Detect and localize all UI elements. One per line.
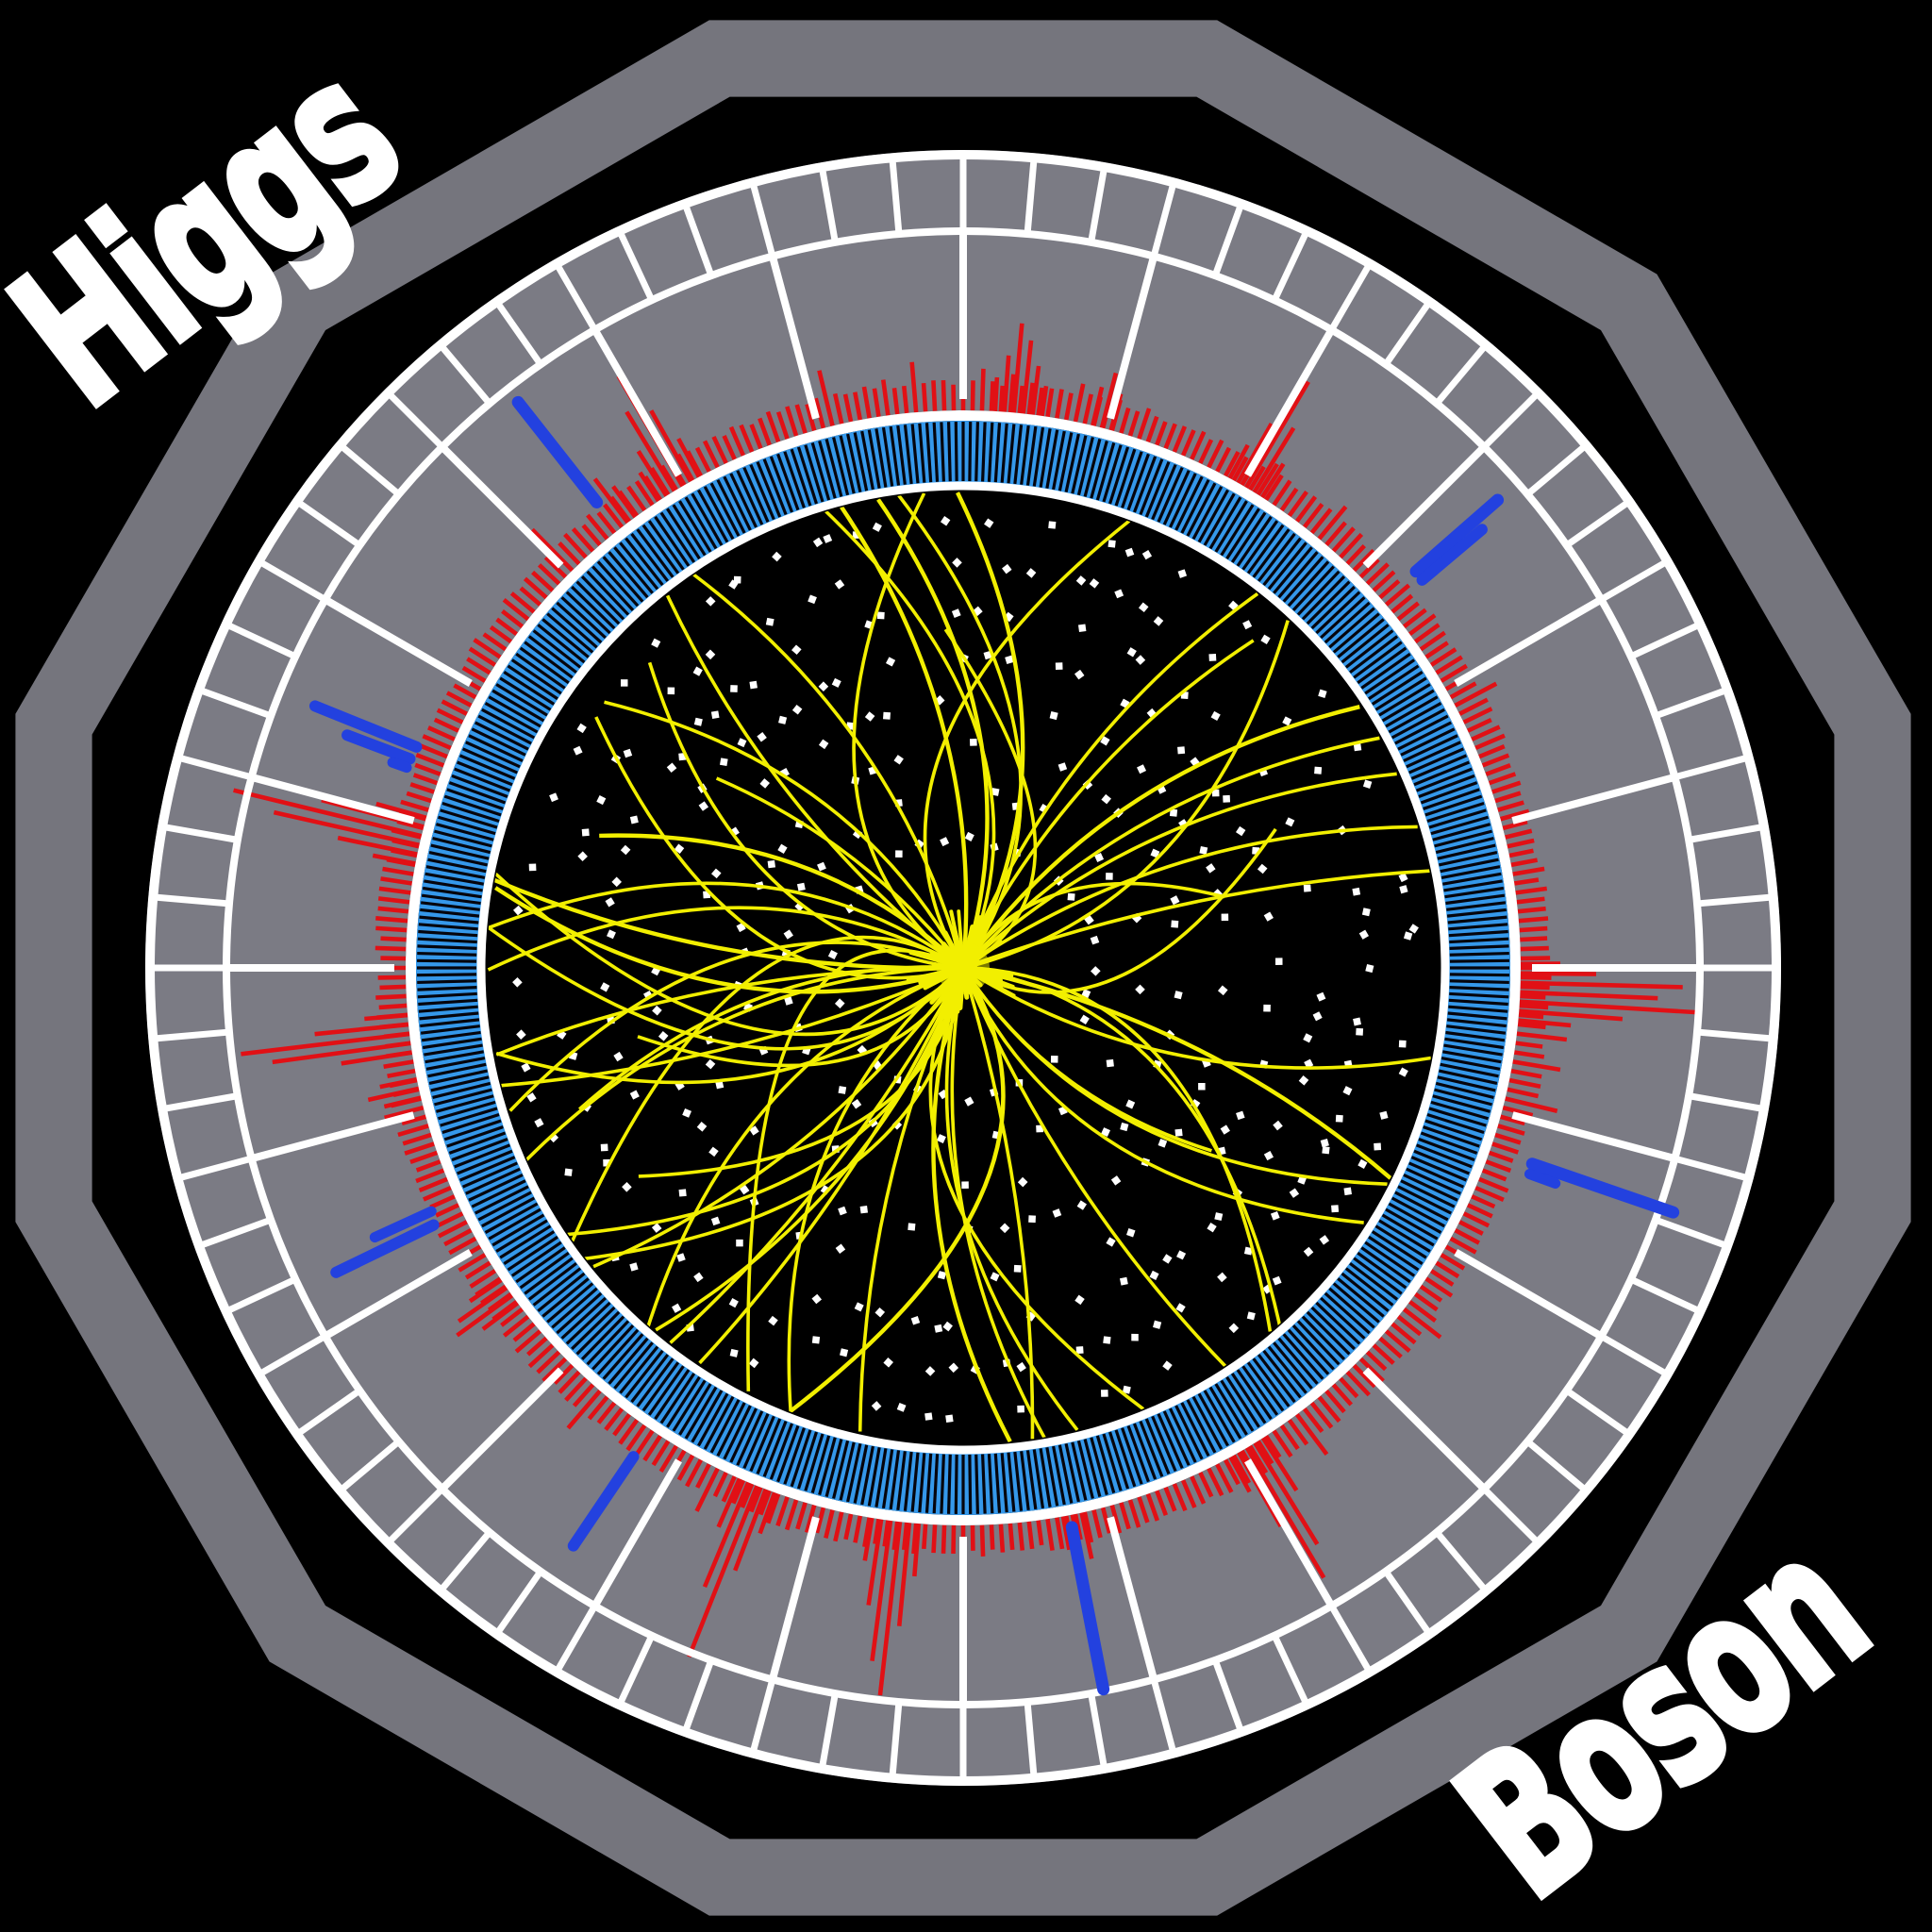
collision-burst xyxy=(906,909,1016,1020)
hit-dots xyxy=(512,516,1419,1423)
jet-spikes xyxy=(233,323,1699,1696)
particle-tracks xyxy=(487,491,1432,1443)
cell-grid xyxy=(145,150,1781,1786)
muon-segments xyxy=(308,395,1680,1696)
tracker-ring xyxy=(406,410,1521,1525)
